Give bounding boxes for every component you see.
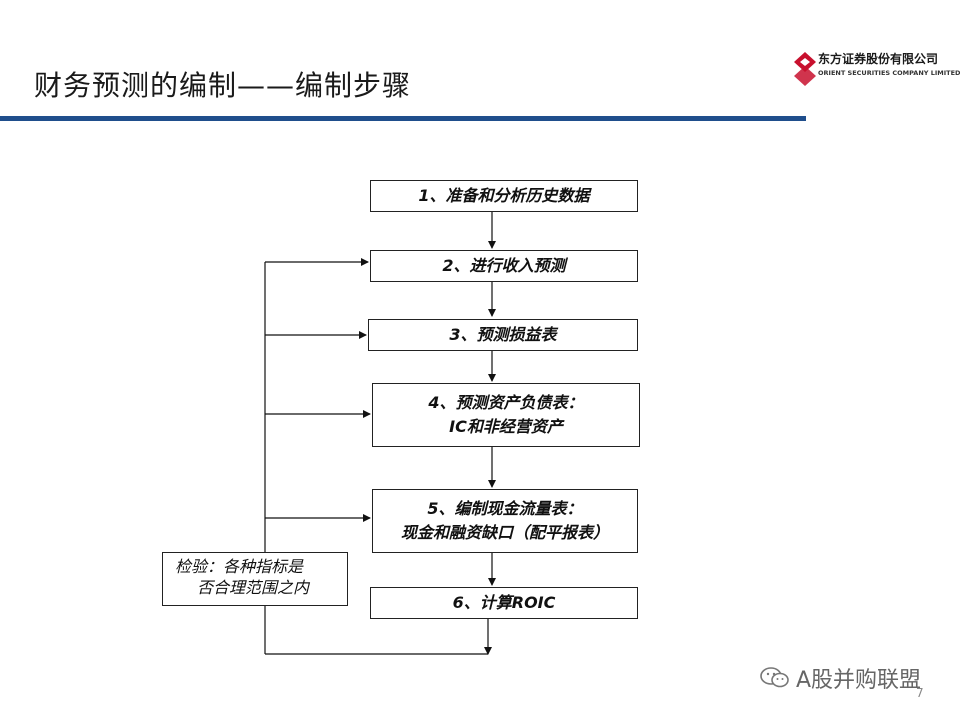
step-4-sublabel: IC和非经营资产 [449, 417, 563, 436]
title-underline [0, 116, 806, 121]
watermark: A股并购联盟 [760, 662, 921, 694]
validation-line-1: 检验：各种指标是 [175, 557, 304, 576]
wechat-icon [760, 667, 789, 688]
page-number: 7 [916, 686, 924, 700]
validation-box: 检验：各种指标是 否合理范围之内 [162, 552, 348, 606]
step-box-3: 3、预测损益表 [368, 319, 638, 351]
step-box-6: 6、计算ROIC [370, 587, 638, 619]
watermark-text: A股并购联盟 [796, 668, 922, 693]
step-box-4: 4、预测资产负债表： IC和非经营资产 [372, 383, 640, 447]
step-1-label: 1、准备和分析历史数据 [418, 186, 590, 205]
company-logo-mark-icon [794, 52, 816, 86]
step-box-2: 2、进行收入预测 [370, 250, 638, 282]
validation-line-2: 否合理范围之内 [197, 577, 310, 597]
step-4-label: 4、预测资产负债表： [428, 393, 584, 412]
logo-text-en: ORIENT SECURITIES COMPANY LIMITED [818, 69, 960, 77]
step-box-1: 1、准备和分析历史数据 [370, 180, 638, 212]
step-2-label: 2、进行收入预测 [442, 256, 566, 275]
step-box-5: 5、编制现金流量表： 现金和融资缺口（配平报表） [372, 489, 638, 553]
step-6-label: 6、计算ROIC [452, 593, 556, 612]
logo-text-cn: 东方证券股份有限公司 [818, 52, 939, 66]
step-5-label: 5、编制现金流量表： [427, 499, 583, 518]
step-5-sublabel: 现金和融资缺口（配平报表） [400, 523, 609, 542]
page-title: 财务预测的编制——编制步骤 [34, 69, 412, 102]
step-3-label: 3、预测损益表 [449, 325, 557, 344]
company-logo: 东方证券股份有限公司 ORIENT SECURITIES COMPANY LIM… [794, 50, 960, 90]
